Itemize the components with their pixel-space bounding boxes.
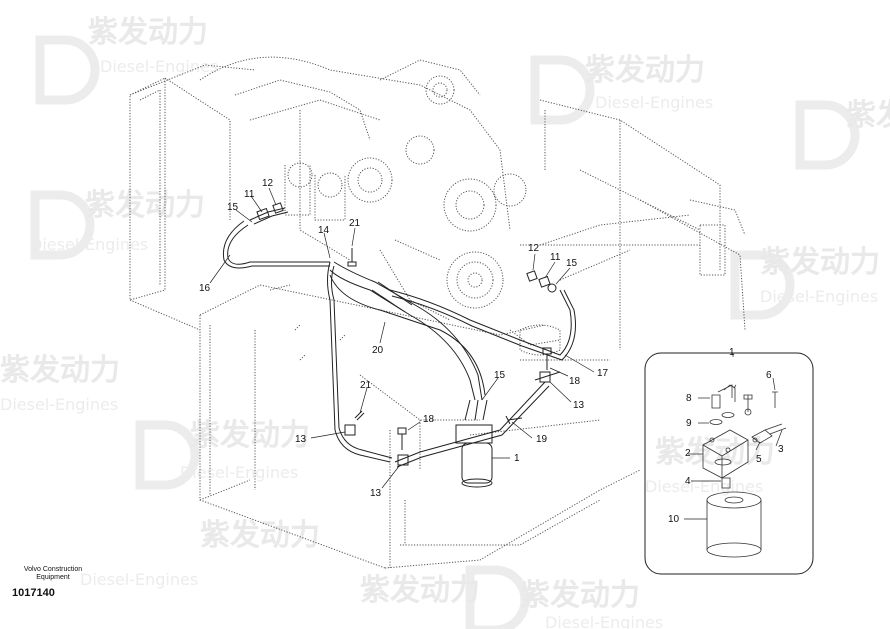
watermark-logo <box>795 100 860 170</box>
footer-caption: Volvo Construction Equipment 1017140 <box>12 566 122 599</box>
callout-21: 21 <box>360 380 372 391</box>
watermark-sub: Diesel-Engines <box>0 395 118 414</box>
callout-17: 17 <box>597 368 609 379</box>
callout-labels: 1 2 3 4 5 6 8 9 10 11 12 15 16 14 21 12 … <box>199 178 784 525</box>
leader-lines <box>209 187 734 489</box>
fuel-lines <box>222 202 576 488</box>
footer-line-2: Equipment <box>36 574 70 581</box>
watermark-sub: Diesel-Engines <box>100 57 218 76</box>
callout-1: 1 <box>729 347 735 358</box>
watermark-sub: Diesel-Engines <box>760 287 878 306</box>
callout-19: 19 <box>536 434 548 445</box>
callout-2: 2 <box>685 448 691 459</box>
callout-13: 13 <box>370 488 382 499</box>
callout-10: 10 <box>668 514 680 525</box>
watermark-logo <box>30 190 95 260</box>
watermark-logo <box>530 55 595 125</box>
watermark-brand: 紫发动力 <box>200 518 320 553</box>
watermark-brand: 紫发动力 <box>360 573 480 608</box>
callout-13: 13 <box>295 434 307 445</box>
callout-20: 20 <box>372 345 384 356</box>
callout-15: 15 <box>494 370 506 381</box>
callout-12: 12 <box>528 243 540 254</box>
part-number: 1017140 <box>12 587 55 599</box>
callout-18: 18 <box>569 376 581 387</box>
watermark-sub: Diesel-Engines <box>645 477 763 496</box>
watermark-logo <box>35 35 100 105</box>
watermark-brand: 紫发动力 <box>655 435 775 470</box>
watermark-layer: 紫发动力 Diesel-Engines 紫发动力 Diesel-Engines … <box>0 15 890 629</box>
watermark-brand: 紫发动力 <box>190 418 310 453</box>
callout-3: 3 <box>778 444 784 455</box>
watermark-brand: 紫发动力 <box>85 188 205 223</box>
watermark-brand: 紫发动力 <box>760 245 880 280</box>
callout-11: 11 <box>244 189 255 200</box>
watermark-logo <box>465 565 530 629</box>
callout-11: 11 <box>550 252 561 263</box>
callout-12: 12 <box>262 178 274 189</box>
watermark-sub: Diesel-Engines <box>80 570 198 589</box>
callout-8: 8 <box>686 393 692 404</box>
callout-15: 15 <box>566 258 578 269</box>
watermark-sub: Diesel-Engines <box>180 463 298 482</box>
callout-5: 5 <box>756 454 762 465</box>
callout-14: 14 <box>318 225 330 236</box>
callout-16: 16 <box>199 283 211 294</box>
footer-line-1: Volvo Construction <box>23 566 83 573</box>
filter-detail-inset <box>644 352 814 575</box>
watermark-sub: Diesel-Engines <box>545 613 663 629</box>
machine-frame <box>129 56 746 569</box>
callout-1: 1 <box>514 453 520 464</box>
watermark-brand: 紫发动力 <box>88 15 208 50</box>
callout-18: 18 <box>423 414 435 425</box>
watermark-brand: 紫发动力 <box>846 98 890 133</box>
callout-15: 15 <box>227 202 239 213</box>
callout-4: 4 <box>685 476 691 487</box>
watermark-sub: Diesel-Engines <box>595 93 713 112</box>
watermark-brand: 紫发动力 <box>0 353 120 388</box>
callout-21: 21 <box>349 218 361 229</box>
watermark-logo <box>135 420 200 490</box>
watermark-sub: Diesel-Engines <box>30 235 148 254</box>
watermark-brand: 紫发动力 <box>585 53 705 88</box>
callout-6: 6 <box>766 370 772 381</box>
watermark-logo <box>730 250 795 320</box>
watermark-brand: 紫发动力 <box>520 578 640 613</box>
callout-13: 13 <box>573 400 585 411</box>
callout-9: 9 <box>686 418 692 429</box>
